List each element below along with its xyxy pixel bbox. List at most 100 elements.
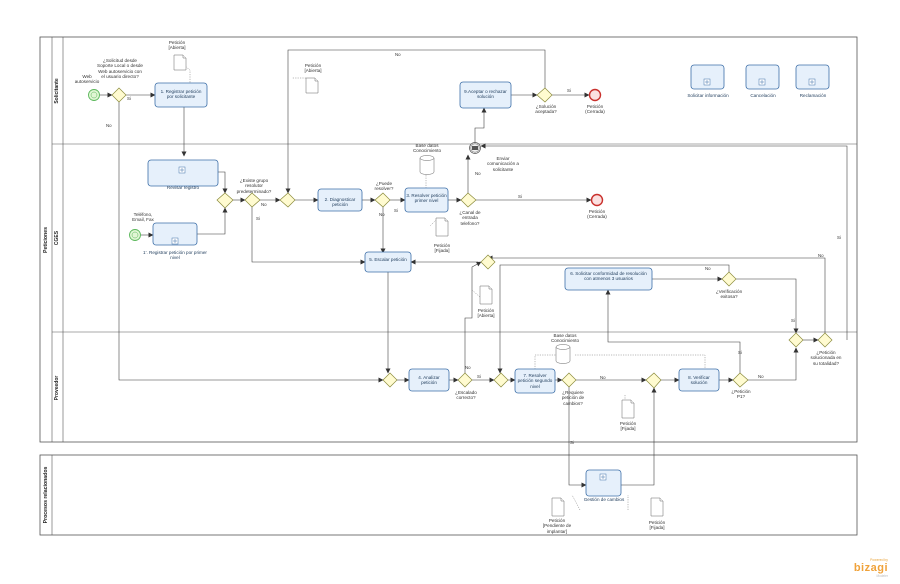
lane-label-cges: CGES xyxy=(54,230,60,246)
flow-label-no: No xyxy=(818,253,824,258)
gateway-label-cambios: ¿Requiere petición de cambios? xyxy=(561,390,585,406)
task-1-registrar xyxy=(154,82,208,108)
gateway-resolver xyxy=(374,192,391,208)
task-label-5: 5. Escalar petición xyxy=(369,257,407,262)
gateway-solucion xyxy=(536,87,553,103)
data-object-fijada-1 xyxy=(435,217,449,237)
data-label-fijada-2: Petición [Fijada] xyxy=(619,421,637,432)
gateway-merge-1 xyxy=(216,192,234,209)
task-gestion-cambios xyxy=(585,469,622,497)
bizagi-logo: Powered by bizagi Modeler xyxy=(854,558,888,578)
flow-label-no: No xyxy=(106,123,112,128)
task-4-analizar xyxy=(408,368,450,392)
task-7-resolver-segundo xyxy=(514,368,556,394)
lane-label-proveedor: Proveedor xyxy=(54,375,60,401)
flow-label-si: Si xyxy=(256,216,260,221)
subprocess-cancelacion xyxy=(745,64,780,90)
flow-label-no: No xyxy=(600,375,606,380)
flow-label-si: Si xyxy=(394,208,398,213)
flow-label-no: No xyxy=(261,202,267,207)
flow-label-no: No xyxy=(465,365,471,370)
plus-icon xyxy=(703,78,711,86)
task-3-resolver xyxy=(404,187,449,213)
databases xyxy=(419,155,571,364)
flow-label-si: Si xyxy=(477,374,481,379)
message-event-enviar xyxy=(469,142,481,154)
subprocess-markers xyxy=(171,78,816,481)
sequence-flows xyxy=(100,49,848,488)
event-label-cerrada-1: Petición (Cerrada) xyxy=(587,209,607,220)
data-object-pendiente xyxy=(551,497,565,517)
flow-label-no: No xyxy=(758,374,764,379)
flow-label-si: Si xyxy=(570,440,574,445)
task-label-7: 7. Resolver petición segundo nivel xyxy=(517,373,553,389)
gateway-merge-4 xyxy=(493,372,509,388)
logo-powered-by: Powered by xyxy=(870,558,888,562)
data-label-fijada-1: Petición [Fijada] xyxy=(433,243,451,254)
gateway-merge-5 xyxy=(645,372,662,389)
events xyxy=(88,88,604,241)
gateway-verificacion xyxy=(721,271,737,287)
task-2-diagnosticar xyxy=(317,188,363,212)
gateway-label-totalidad: ¿Petición solucionada en su totalidad? xyxy=(810,350,842,366)
plus-icon xyxy=(599,473,607,481)
event-label-telefono: Teléfono, Email, Fax xyxy=(132,212,154,223)
task-label-4: 4. Analizar petición xyxy=(418,375,440,386)
gateway-grupo xyxy=(244,192,261,208)
task-5-escalar xyxy=(364,251,412,273)
task-8-verificar xyxy=(678,368,720,392)
subprocess-label-cancelacion: Cancelación xyxy=(750,93,776,98)
end-event-cerrada-2 xyxy=(588,88,602,102)
flow-label-si: Si xyxy=(738,350,742,355)
task-label-1b: 1'. Registrar petición por primer nivel xyxy=(143,250,207,261)
gateways xyxy=(111,87,833,389)
subprocess-solicitar-informacion xyxy=(690,64,725,90)
plus-icon xyxy=(178,166,186,174)
task-label-1: 1. Registrar petición por solicitante xyxy=(160,89,202,100)
task-1b-registrar-primer-nivel xyxy=(152,222,198,246)
data-label-abierta-3: Petición [Abierta] xyxy=(477,308,495,319)
flow-label-si: Si xyxy=(127,96,131,101)
data-object-fijada-3 xyxy=(650,497,664,517)
flow-label-si: Si xyxy=(791,318,795,323)
db-label-conocimiento-2: Base datos Conocimiento xyxy=(550,333,580,344)
database-conocimiento-1 xyxy=(419,155,435,175)
gateway-merge-6 xyxy=(788,332,804,348)
subprocess-label-solicitar: Solicitar información xyxy=(687,93,729,98)
gateway-label-resolver: ¿Puede resolver? xyxy=(374,181,394,192)
flow-label-no: No xyxy=(705,266,711,271)
lane-label-solicitante: Solicitante xyxy=(54,78,60,104)
data-label-pendiente: Petición [Pendiente de implantar] xyxy=(542,518,572,534)
flow-label-si: Si xyxy=(518,194,522,199)
start-event-telefono xyxy=(129,229,141,241)
gateway-escalado xyxy=(457,372,473,388)
gateway-label-grupo: ¿Existe grupo resolutor predeterminado? xyxy=(236,178,272,194)
associations xyxy=(179,61,706,511)
flow-label-no: No xyxy=(475,171,481,176)
gateway-merge-analizar xyxy=(382,372,398,388)
event-label-web: Web autoservicio xyxy=(74,74,100,85)
event-label-cerrada-2: Petición (Cerrada) xyxy=(585,104,605,115)
task-6-conformidad xyxy=(564,267,653,291)
gateway-label-p1: ¿Petición P1? xyxy=(731,389,751,400)
gateway-label-verificacion: ¿Verificación exitosa? xyxy=(715,289,743,300)
data-label-abierta-1: Petición [Abierta] xyxy=(168,40,186,51)
task-label-9: 9.Aceptar o rechazar solución xyxy=(464,89,507,100)
flow-label-no: No xyxy=(379,212,385,217)
subprocess-reclamacion xyxy=(795,64,830,90)
envelope-icon xyxy=(472,146,478,150)
tasks xyxy=(147,64,830,497)
gateway-cambios xyxy=(561,372,577,388)
pool-label-peticiones: Peticiones xyxy=(43,227,49,253)
plus-icon xyxy=(808,78,816,86)
gateway-merge-2 xyxy=(279,192,296,208)
db-label-conocimiento-1: Base datos Conocimiento xyxy=(412,143,442,154)
data-object-abierta-2 xyxy=(305,77,319,94)
data-object-fijada-2 xyxy=(621,399,635,419)
pool-label-procesos-relacionados: Procesos relacionados xyxy=(43,466,49,524)
gateway-totalidad xyxy=(817,332,833,348)
gateway-canal xyxy=(460,192,477,208)
data-label-fijada-3: Petición [Fijada] xyxy=(648,520,666,531)
logo-sub: Modeler xyxy=(876,574,888,578)
